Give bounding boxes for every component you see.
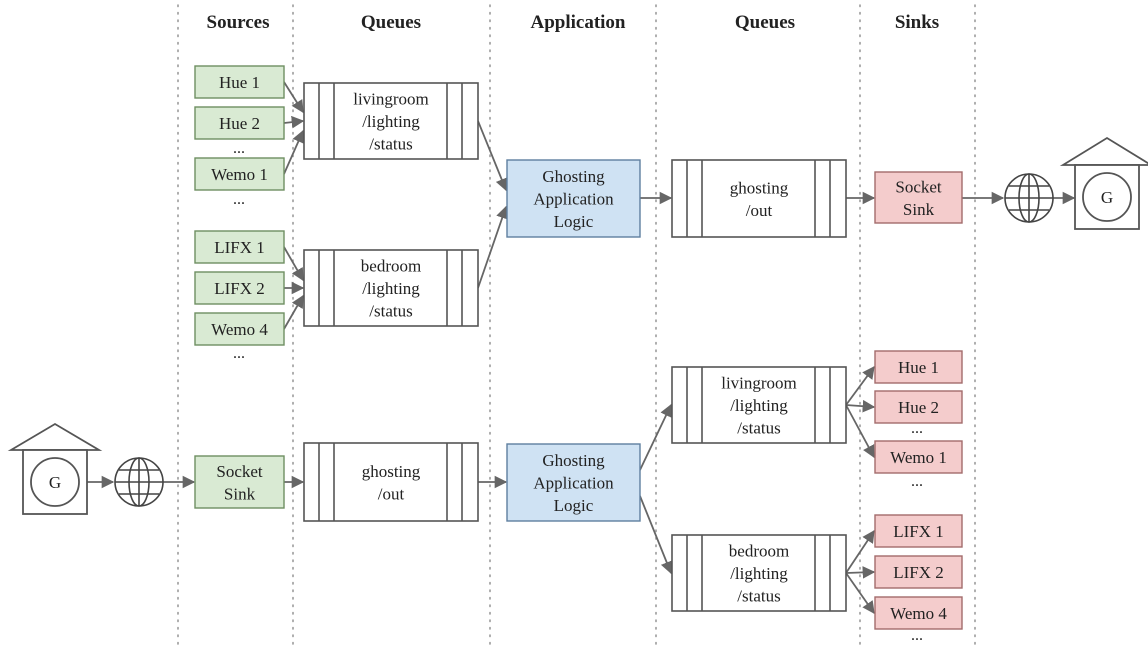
globe-icon bbox=[114, 457, 164, 507]
app-logic-top bbox=[506, 159, 641, 238]
queue-livingroom-bottom-line: /lighting bbox=[730, 396, 788, 415]
ellipsis: ... bbox=[233, 191, 245, 208]
edge-wemo1 bbox=[283, 129, 305, 175]
house-label: G bbox=[1101, 188, 1113, 207]
column-header: Sources bbox=[207, 12, 270, 33]
sink-node bbox=[874, 596, 963, 630]
source-node bbox=[194, 230, 285, 264]
app-logic-top-line: Application bbox=[533, 190, 614, 209]
edge-hue2 bbox=[283, 115, 305, 129]
app-logic-bottom bbox=[506, 443, 641, 522]
column-header: Queues bbox=[735, 12, 795, 33]
queue-livingroom-bottom bbox=[671, 366, 847, 444]
house-label: G bbox=[49, 473, 61, 492]
queue-ghosting-out-bottom-line: /out bbox=[378, 484, 405, 503]
source-node-label: LIFX 1 bbox=[214, 238, 265, 257]
queue-bedroom-bottom-line: /lighting bbox=[730, 564, 788, 583]
sink-node-label: LIFX 1 bbox=[893, 522, 944, 541]
queue-livingroom-top-line: /lighting bbox=[362, 112, 420, 131]
sink-node-label: LIFX 2 bbox=[893, 563, 944, 582]
queue-bedroom-bottom-line: bedroom bbox=[729, 542, 789, 561]
house-circle bbox=[1082, 172, 1132, 222]
source-node-label: Hue 1 bbox=[219, 73, 260, 92]
queue-ghosting-out-top-line: ghosting bbox=[730, 178, 789, 197]
queue-bedroom-bottom-line: /status bbox=[737, 587, 780, 606]
queue-ghosting-out-top bbox=[671, 159, 847, 238]
house-icon bbox=[7, 422, 103, 515]
app-logic-bottom-line: Ghosting bbox=[542, 451, 605, 470]
ellipsis: ... bbox=[911, 627, 923, 644]
queue-ghosting-out-top-line: /out bbox=[746, 201, 773, 220]
ellipsis: ... bbox=[911, 473, 923, 490]
source-socket-bottom-line: Socket bbox=[216, 462, 263, 481]
edge-to-lifx2 bbox=[845, 566, 876, 579]
queue-bedroom-top-line: bedroom bbox=[361, 257, 421, 276]
source-node bbox=[194, 271, 285, 305]
house-roof bbox=[1059, 136, 1148, 166]
house-roof bbox=[7, 422, 103, 451]
column-header: Sinks bbox=[895, 12, 939, 33]
source-node-label: Hue 2 bbox=[219, 114, 260, 133]
app-logic-bottom-line: Logic bbox=[554, 496, 594, 515]
source-node-label: Wemo 1 bbox=[211, 165, 268, 184]
ellipsis: ... bbox=[233, 345, 245, 362]
sink-node-label: Wemo 1 bbox=[890, 448, 947, 467]
queue-ghosting-out-bottom-line: ghosting bbox=[362, 462, 421, 481]
source-node bbox=[194, 157, 285, 191]
queue-livingroom-top-line: livingroom bbox=[353, 90, 429, 109]
sink-socket-top-line: Socket bbox=[895, 177, 942, 196]
source-node bbox=[194, 106, 285, 140]
sink-node bbox=[874, 350, 963, 384]
source-node-label: Wemo 4 bbox=[211, 320, 268, 339]
edge-bedroom-to-app bbox=[477, 205, 509, 289]
edge-livingroom-to-app bbox=[477, 120, 508, 192]
sink-node bbox=[874, 555, 963, 589]
sink-node-label: Wemo 4 bbox=[890, 604, 947, 623]
sink-socket-top-line: Sink bbox=[903, 200, 935, 219]
app-logic-bottom-line: Application bbox=[533, 474, 614, 493]
queue-livingroom-top bbox=[303, 82, 479, 160]
queue-bedroom-bottom bbox=[671, 534, 847, 612]
sink-node bbox=[874, 390, 963, 424]
source-node-label: LIFX 2 bbox=[214, 279, 265, 298]
queue-livingroom-bottom-line: livingroom bbox=[721, 374, 797, 393]
column-header: Application bbox=[530, 12, 625, 33]
ellipsis: ... bbox=[911, 420, 923, 437]
sink-node-label: Hue 1 bbox=[898, 358, 939, 377]
house-icon bbox=[1059, 136, 1148, 230]
edge-wemo4 bbox=[283, 294, 304, 330]
source-socket-bottom-line: Sink bbox=[224, 484, 256, 503]
edge-to-hue2 bbox=[845, 399, 876, 413]
edge-hue1 bbox=[283, 81, 304, 114]
queue-bedroom-top bbox=[303, 249, 479, 327]
ellipsis: ... bbox=[233, 140, 245, 157]
sink-node-label: Hue 2 bbox=[898, 398, 939, 417]
app-logic-top-line: Logic bbox=[554, 212, 594, 231]
edge-to-lifx1 bbox=[845, 529, 875, 574]
edge-app-to-bedroom bbox=[639, 495, 673, 575]
queue-livingroom-bottom-line: /status bbox=[737, 419, 780, 438]
app-logic-top-line: Ghosting bbox=[542, 167, 605, 186]
edge-app-to-livingroom bbox=[639, 403, 672, 471]
queue-ghosting-out-bottom bbox=[303, 442, 479, 522]
sink-node bbox=[874, 514, 963, 548]
edge-to-hue1 bbox=[845, 365, 875, 406]
globe-icon bbox=[1004, 173, 1054, 223]
edge-to-wemo4 bbox=[845, 572, 875, 615]
source-node bbox=[194, 65, 285, 99]
edge-lifx1 bbox=[283, 246, 304, 282]
column-header: Queues bbox=[361, 12, 421, 33]
queue-bedroom-top-line: /status bbox=[369, 302, 412, 321]
sink-node bbox=[874, 440, 963, 474]
queue-livingroom-top-line: /status bbox=[369, 135, 412, 154]
sink-socket-top bbox=[874, 171, 963, 224]
source-node bbox=[194, 312, 285, 346]
queue-bedroom-top-line: /lighting bbox=[362, 279, 420, 298]
source-socket-bottom bbox=[194, 455, 285, 509]
edge-to-wemo1 bbox=[845, 404, 875, 459]
house-circle bbox=[30, 457, 80, 507]
